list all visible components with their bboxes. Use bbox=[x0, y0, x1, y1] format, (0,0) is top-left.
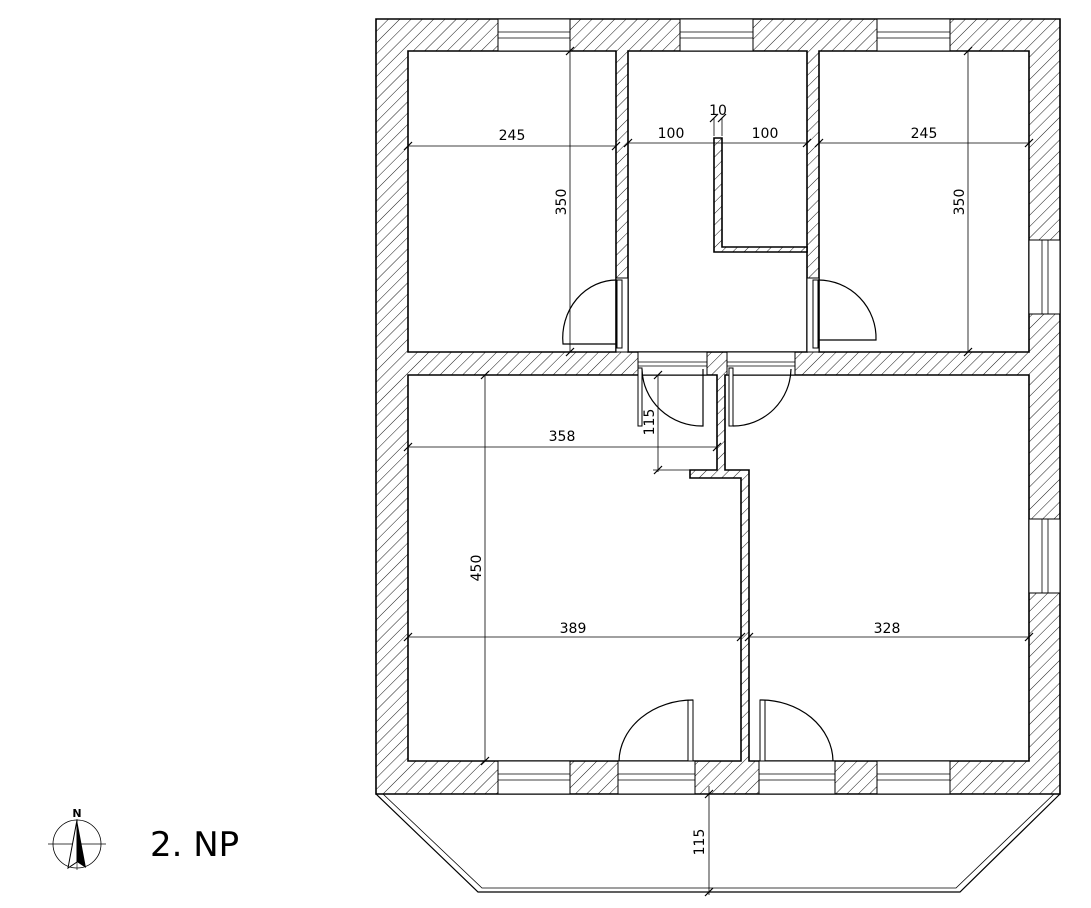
dim-room-ne-width: 245 bbox=[911, 126, 938, 142]
dim-room-ne-height: 350 bbox=[952, 189, 968, 216]
dim-bath-right-width: 100 bbox=[752, 126, 779, 142]
dim-room-nw-width: 245 bbox=[499, 128, 526, 144]
dim-hall-depth: 115 bbox=[642, 409, 658, 436]
windows-right bbox=[1028, 239, 1061, 594]
dim-room-sw-width: 389 bbox=[560, 621, 587, 637]
windows-top bbox=[497, 18, 951, 52]
exterior-walls bbox=[375, 18, 1061, 795]
dim-partition-thickness: 10 bbox=[709, 103, 727, 119]
dim-balcony-depth: 115 bbox=[692, 829, 708, 856]
windows-bottom bbox=[497, 760, 951, 795]
door-openings bbox=[615, 277, 820, 376]
balcony bbox=[375, 793, 1061, 893]
dimension-lines bbox=[403, 46, 1034, 897]
dim-room-nw-height: 350 bbox=[554, 189, 570, 216]
north-label: N bbox=[72, 807, 81, 820]
dim-room-sw-height: 450 bbox=[469, 555, 485, 582]
dim-room-se-width: 328 bbox=[874, 621, 901, 637]
dim-bath-left-width: 100 bbox=[658, 126, 685, 142]
door-swings bbox=[562, 279, 877, 762]
plan-title: 2. NP bbox=[150, 825, 239, 865]
dim-room-sw-upper-width: 358 bbox=[549, 429, 576, 445]
north-arrow-icon: N bbox=[48, 807, 106, 870]
bathroom-partition bbox=[713, 137, 808, 253]
